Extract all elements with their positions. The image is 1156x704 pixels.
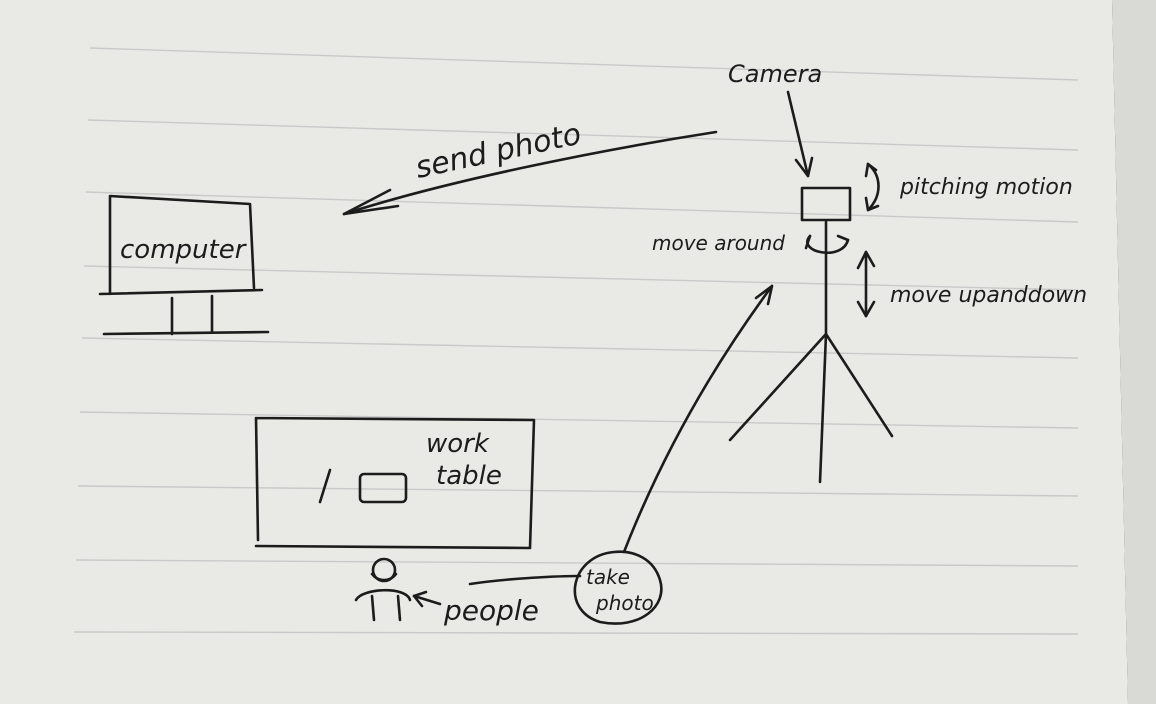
pitching-motion-arrow [864, 162, 880, 212]
pitching-motion-label: pitching motion [899, 175, 1073, 200]
computer-label: computer [120, 235, 248, 265]
camera-body [800, 186, 852, 222]
vertical-motion-arrow [856, 250, 876, 318]
camera-pointer-arrow [786, 90, 814, 178]
move-up-and-down-label: move upanddown [890, 283, 1087, 308]
person-figure [354, 557, 412, 622]
camera-label: Camera [728, 60, 822, 88]
take-photo-bubble [573, 550, 663, 625]
table-label: table [436, 461, 502, 491]
send-photo-arrow [342, 130, 718, 216]
ruled-lines [73, 47, 1079, 635]
rotation-arrow [804, 234, 850, 255]
people-pointer-arrow [412, 590, 442, 608]
take-label: take [586, 565, 630, 589]
computer-monitor [98, 194, 270, 336]
tripod [728, 220, 894, 484]
paper-page [0, 0, 1128, 704]
person-to-action-line [468, 574, 582, 586]
photo-label: photo [595, 591, 654, 615]
work-table [254, 416, 536, 550]
take-photo-trigger-arrow [622, 284, 774, 554]
people-label: people [443, 594, 539, 627]
work-label: work [426, 429, 490, 459]
move-around-label: move around [652, 231, 785, 255]
paper-edge [1112, 0, 1156, 704]
